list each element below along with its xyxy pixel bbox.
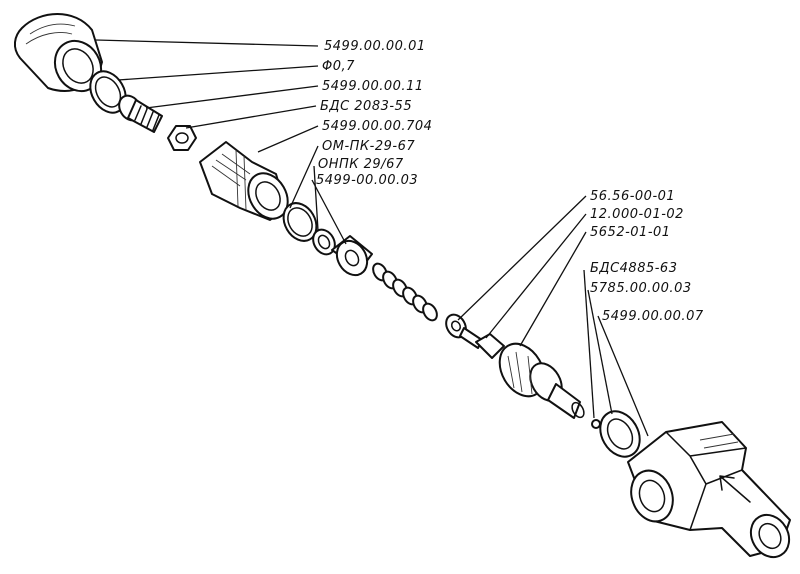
part-ball bbox=[591, 419, 601, 429]
part-seal-washer bbox=[599, 410, 641, 458]
label-part-5499-00-00-01: 5499.00.00.01 bbox=[324, 39, 426, 54]
label-part-onpk-29-67: ОНПК 29/67 bbox=[318, 157, 404, 172]
part-backup-ring bbox=[312, 228, 336, 256]
callout-labels: 5499.00.00.01 Φ0,7 5499.00.00.11 БДС 208… bbox=[316, 39, 704, 324]
label-part-5499-00-00-07: 5499.00.00.07 bbox=[602, 309, 704, 324]
label-part-12-000-01-02: 12.000-01-02 bbox=[590, 207, 684, 222]
label-part-5785-00-00-03: 5785.00.00.03 bbox=[590, 281, 692, 296]
label-part-bds4885-63: БДС4885-63 bbox=[590, 261, 677, 276]
part-adjusting-screw bbox=[118, 94, 163, 133]
part-spring bbox=[372, 262, 438, 322]
label-part-phi-0-7: Φ0,7 bbox=[322, 59, 355, 74]
part-valve-housing bbox=[199, 141, 289, 221]
label-part-bds-2083-55: БДС 2083-55 bbox=[320, 99, 412, 114]
part-end-cap bbox=[14, 13, 103, 93]
part-valve-body bbox=[627, 421, 791, 559]
label-part-5499-00-00-03: 5499-00.00.03 bbox=[316, 173, 418, 188]
label-part-56-56-00-01: 56.56-00-01 bbox=[590, 189, 675, 204]
label-part-5652-01-01: 5652-01-01 bbox=[590, 225, 671, 240]
part-o-ring bbox=[282, 202, 318, 242]
leader-lines bbox=[95, 39, 649, 437]
part-spring-seat bbox=[445, 313, 483, 349]
label-part-om-pk-29-67: ОМ-ПК-29-67 bbox=[322, 139, 415, 154]
part-snap-ring bbox=[89, 70, 127, 114]
label-part-5499-00-00-704: 5499.00.00.704 bbox=[322, 119, 432, 134]
part-valve-plunger bbox=[475, 333, 585, 419]
part-hex-nut bbox=[167, 125, 197, 151]
label-part-5499-00-00-11: 5499.00.00.11 bbox=[322, 79, 424, 94]
part-bushing bbox=[331, 235, 373, 277]
